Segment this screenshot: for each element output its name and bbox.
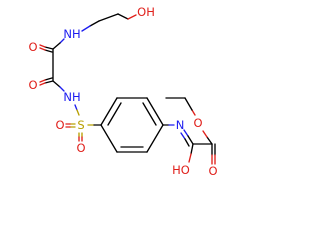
bond-nh-s-n — [74, 104, 78, 111]
bond-c2-o-b-o — [39, 79, 46, 83]
ring-double-2 — [142, 102, 157, 126]
bond-n-c-a — [187, 135, 194, 145]
bond-c1-o-a-o — [39, 44, 46, 48]
atom-oh: OH — [137, 5, 155, 19]
atom-nh-sulfonamide: NH — [63, 90, 80, 104]
bond-c2-o-b — [44, 77, 53, 81]
bond-c2-nh-n — [59, 86, 65, 92]
atom-o-upper: O — [28, 40, 37, 54]
molecule-structure-diagram: OH NH O O NH O S O N HO O O — [28, 5, 217, 178]
atom-o-lower: O — [28, 78, 37, 92]
bond-nh-c1-n — [59, 38, 65, 44]
bond-o-ch2-o — [191, 109, 196, 116]
bond-ester-c-o-o — [202, 130, 208, 138]
bond-c2-o-a — [44, 80, 54, 84]
bond-c-ho-o — [188, 153, 192, 163]
bond-ch2-oh — [117, 13, 129, 20]
ring-double-1 — [107, 102, 122, 126]
atom-labels: OH NH O O NH O S O N HO O O — [28, 5, 217, 178]
atom-s: S — [77, 118, 84, 132]
atom-o-carbonyl: O — [208, 164, 217, 178]
atom-o-ester: O — [193, 116, 202, 130]
atom-o-sulfonyl-bottom: O — [76, 141, 85, 155]
bond-c2-nh — [52, 80, 61, 88]
bond-nh-s-s — [76, 109, 80, 116]
ring-bond-4 — [146, 124, 164, 153]
bond-c-ho — [190, 143, 194, 155]
bond-o-ch2 — [184, 97, 193, 111]
bond-c1-o-a — [44, 46, 54, 50]
atom-nh-top: NH — [63, 27, 80, 41]
bond-c2-o-a-o — [39, 82, 46, 86]
molecule-svg: OH NH O O NH O S O N HO O O — [28, 5, 217, 178]
ring-bond-6 — [100, 124, 118, 153]
ring-bond-1 — [100, 97, 118, 126]
bonds — [39, 13, 216, 165]
bond-ch2-nh-n — [81, 25, 91, 32]
bond-n-c-b-n — [180, 132, 186, 140]
bond-n-c-a-n — [183, 129, 189, 137]
bond-n-c-b — [184, 138, 190, 147]
bond-nh-c1 — [52, 42, 61, 50]
ring-bond-3 — [146, 97, 164, 126]
atom-n-imine: N — [176, 118, 185, 132]
bond-ch2-oh-o — [127, 14, 137, 20]
bond-ch2-nh — [89, 20, 100, 27]
atom-ho: HO — [172, 163, 190, 177]
bond-c1-o-b-o — [39, 47, 46, 51]
bond-ester-c-o — [206, 136, 213, 145]
atom-o-sulfonyl-left: O — [55, 118, 64, 132]
bond-ch2-ch2 — [98, 13, 119, 22]
bond-c1-o-b — [44, 49, 53, 53]
